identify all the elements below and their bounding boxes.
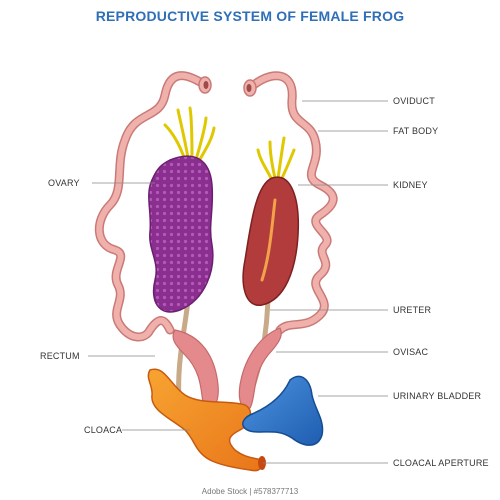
cloacal-aperture-shape bbox=[258, 456, 266, 470]
label-fat-body: FAT BODY bbox=[393, 126, 439, 136]
watermark: Adobe Stock | #578377713 bbox=[201, 487, 299, 496]
kidney-stripe bbox=[260, 198, 277, 282]
fat-body-left bbox=[163, 106, 216, 165]
page-title: REPRODUCTIVE SYSTEM OF FEMALE FROG bbox=[95, 8, 405, 24]
label-rectum: RECTUM bbox=[40, 351, 80, 361]
fat-body-right bbox=[256, 136, 296, 182]
right-ovisac bbox=[238, 327, 282, 410]
label-urinary-bladder: URINARY BLADDER bbox=[393, 391, 482, 401]
urinary-bladder bbox=[242, 375, 324, 446]
left-oviduct bbox=[94, 71, 212, 342]
label-cloaca: CLOACA bbox=[84, 425, 123, 435]
label-oviduct: OVIDUCT bbox=[393, 96, 435, 106]
label-kidney: KIDNEY bbox=[393, 180, 428, 190]
label-ovisac: OVISAC bbox=[393, 347, 429, 357]
label-ovary: OVARY bbox=[48, 178, 80, 188]
leader-lines bbox=[88, 100, 388, 464]
ovary bbox=[148, 155, 214, 313]
right-oviduct bbox=[243, 71, 338, 335]
label-ureter: URETER bbox=[393, 305, 432, 315]
label-cloacal-aperture: CLOACAL APERTURE bbox=[393, 458, 489, 468]
